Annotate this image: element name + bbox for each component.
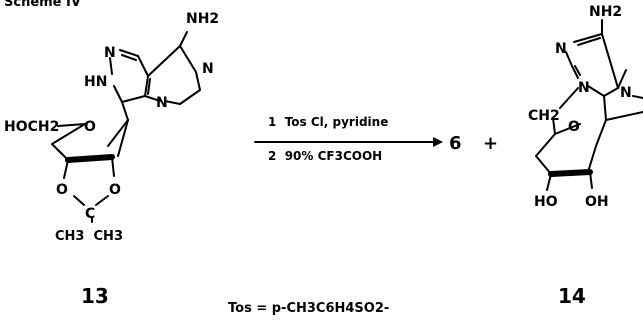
compound-13-c-acetal: C (85, 206, 95, 222)
compound-13-nh2: NH2 (186, 11, 219, 27)
compound-13-n-ring-a: N (202, 61, 214, 77)
compound-14-base-bonds (565, 19, 643, 147)
compound-13-o-right: O (109, 182, 121, 198)
compound-14-oh: OH (585, 194, 609, 210)
compound-14-n-right: N (620, 85, 632, 101)
compound-13-hn: HN (84, 74, 107, 90)
compound-14-n-mid: N (578, 80, 590, 96)
scheme-heading: Scheme IV (4, 0, 81, 10)
product-ref: 6 (449, 133, 462, 154)
arrow-head (433, 137, 443, 147)
compound-13-n-ring-b: N (156, 95, 168, 111)
compound-13-hoch2: HOCH2 (4, 119, 59, 135)
compound-13-n-pyrazole: N (104, 45, 116, 61)
compound-14-ho: HO (534, 194, 558, 210)
compound-13-base-bonds (109, 31, 201, 105)
compound-14-o-furanose: O (568, 119, 580, 135)
compound-13-o-left: O (56, 182, 68, 198)
compound-14-ch2: CH2 (528, 108, 560, 124)
plus-sign: + (483, 133, 498, 154)
compound-14-label: 14 (558, 284, 586, 308)
compound-14-nh2: NH2 (589, 4, 622, 20)
compound-13-atom-labels: NH2 N HN N N HOCH2 O O O C CH3 CH3 (4, 11, 219, 244)
tos-footnote: Tos = p-CH3C6H4SO2- (228, 301, 389, 316)
compound-13-label: 13 (81, 284, 109, 308)
compound-14-atom-labels: NH2 N N N CH2 O HO OH (528, 4, 632, 210)
compound-13-sugar-bonds (51, 101, 129, 223)
compound-14: NH2 N N N CH2 O HO OH 14 (528, 4, 643, 308)
reagent-step-2: 2 90% CF3COOH (268, 149, 382, 163)
compound-14-sugar-bonds (535, 87, 597, 191)
compound-13-o-furanose: O (84, 119, 96, 135)
reaction-arrow-group: 1 Tos Cl, pyridine 2 90% CF3COOH 6 + (254, 115, 498, 163)
compound-14-n-top: N (555, 41, 567, 57)
reagent-step-1: 1 Tos Cl, pyridine (268, 115, 388, 129)
compound-13-methyls: CH3 CH3 (55, 229, 123, 244)
compound-13: NH2 N HN N N HOCH2 O O O C CH3 CH3 13 (4, 11, 219, 308)
